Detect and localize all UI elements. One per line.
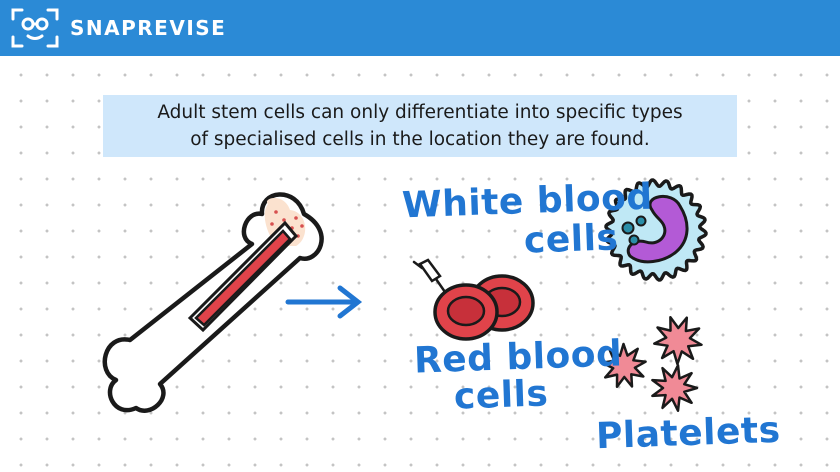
- arrow-right-icon: [285, 285, 363, 319]
- caption-line-2: of specialised cells in the location the…: [190, 129, 650, 150]
- needle-icon: [412, 258, 447, 294]
- white-blood-cell-icon: [604, 178, 708, 282]
- robot-face-icon: [11, 8, 59, 48]
- platelets-icon: [601, 315, 703, 412]
- red-blood-cells-icon: [433, 274, 535, 341]
- caption-line-1: Adult stem cells can only differentiate …: [157, 102, 683, 123]
- caption-box: Adult stem cells can only differentiate …: [103, 95, 737, 157]
- brand-name: SNAPREVISE: [70, 16, 227, 40]
- header-bar: SNAPREVISE: [0, 0, 840, 56]
- red-blood-cells-label-line-2: cells: [453, 373, 550, 418]
- platelets-label: Platelets: [595, 409, 782, 458]
- white-blood-cells-label-line-2: cells: [523, 217, 620, 262]
- bone-marrow-icon: [102, 192, 324, 413]
